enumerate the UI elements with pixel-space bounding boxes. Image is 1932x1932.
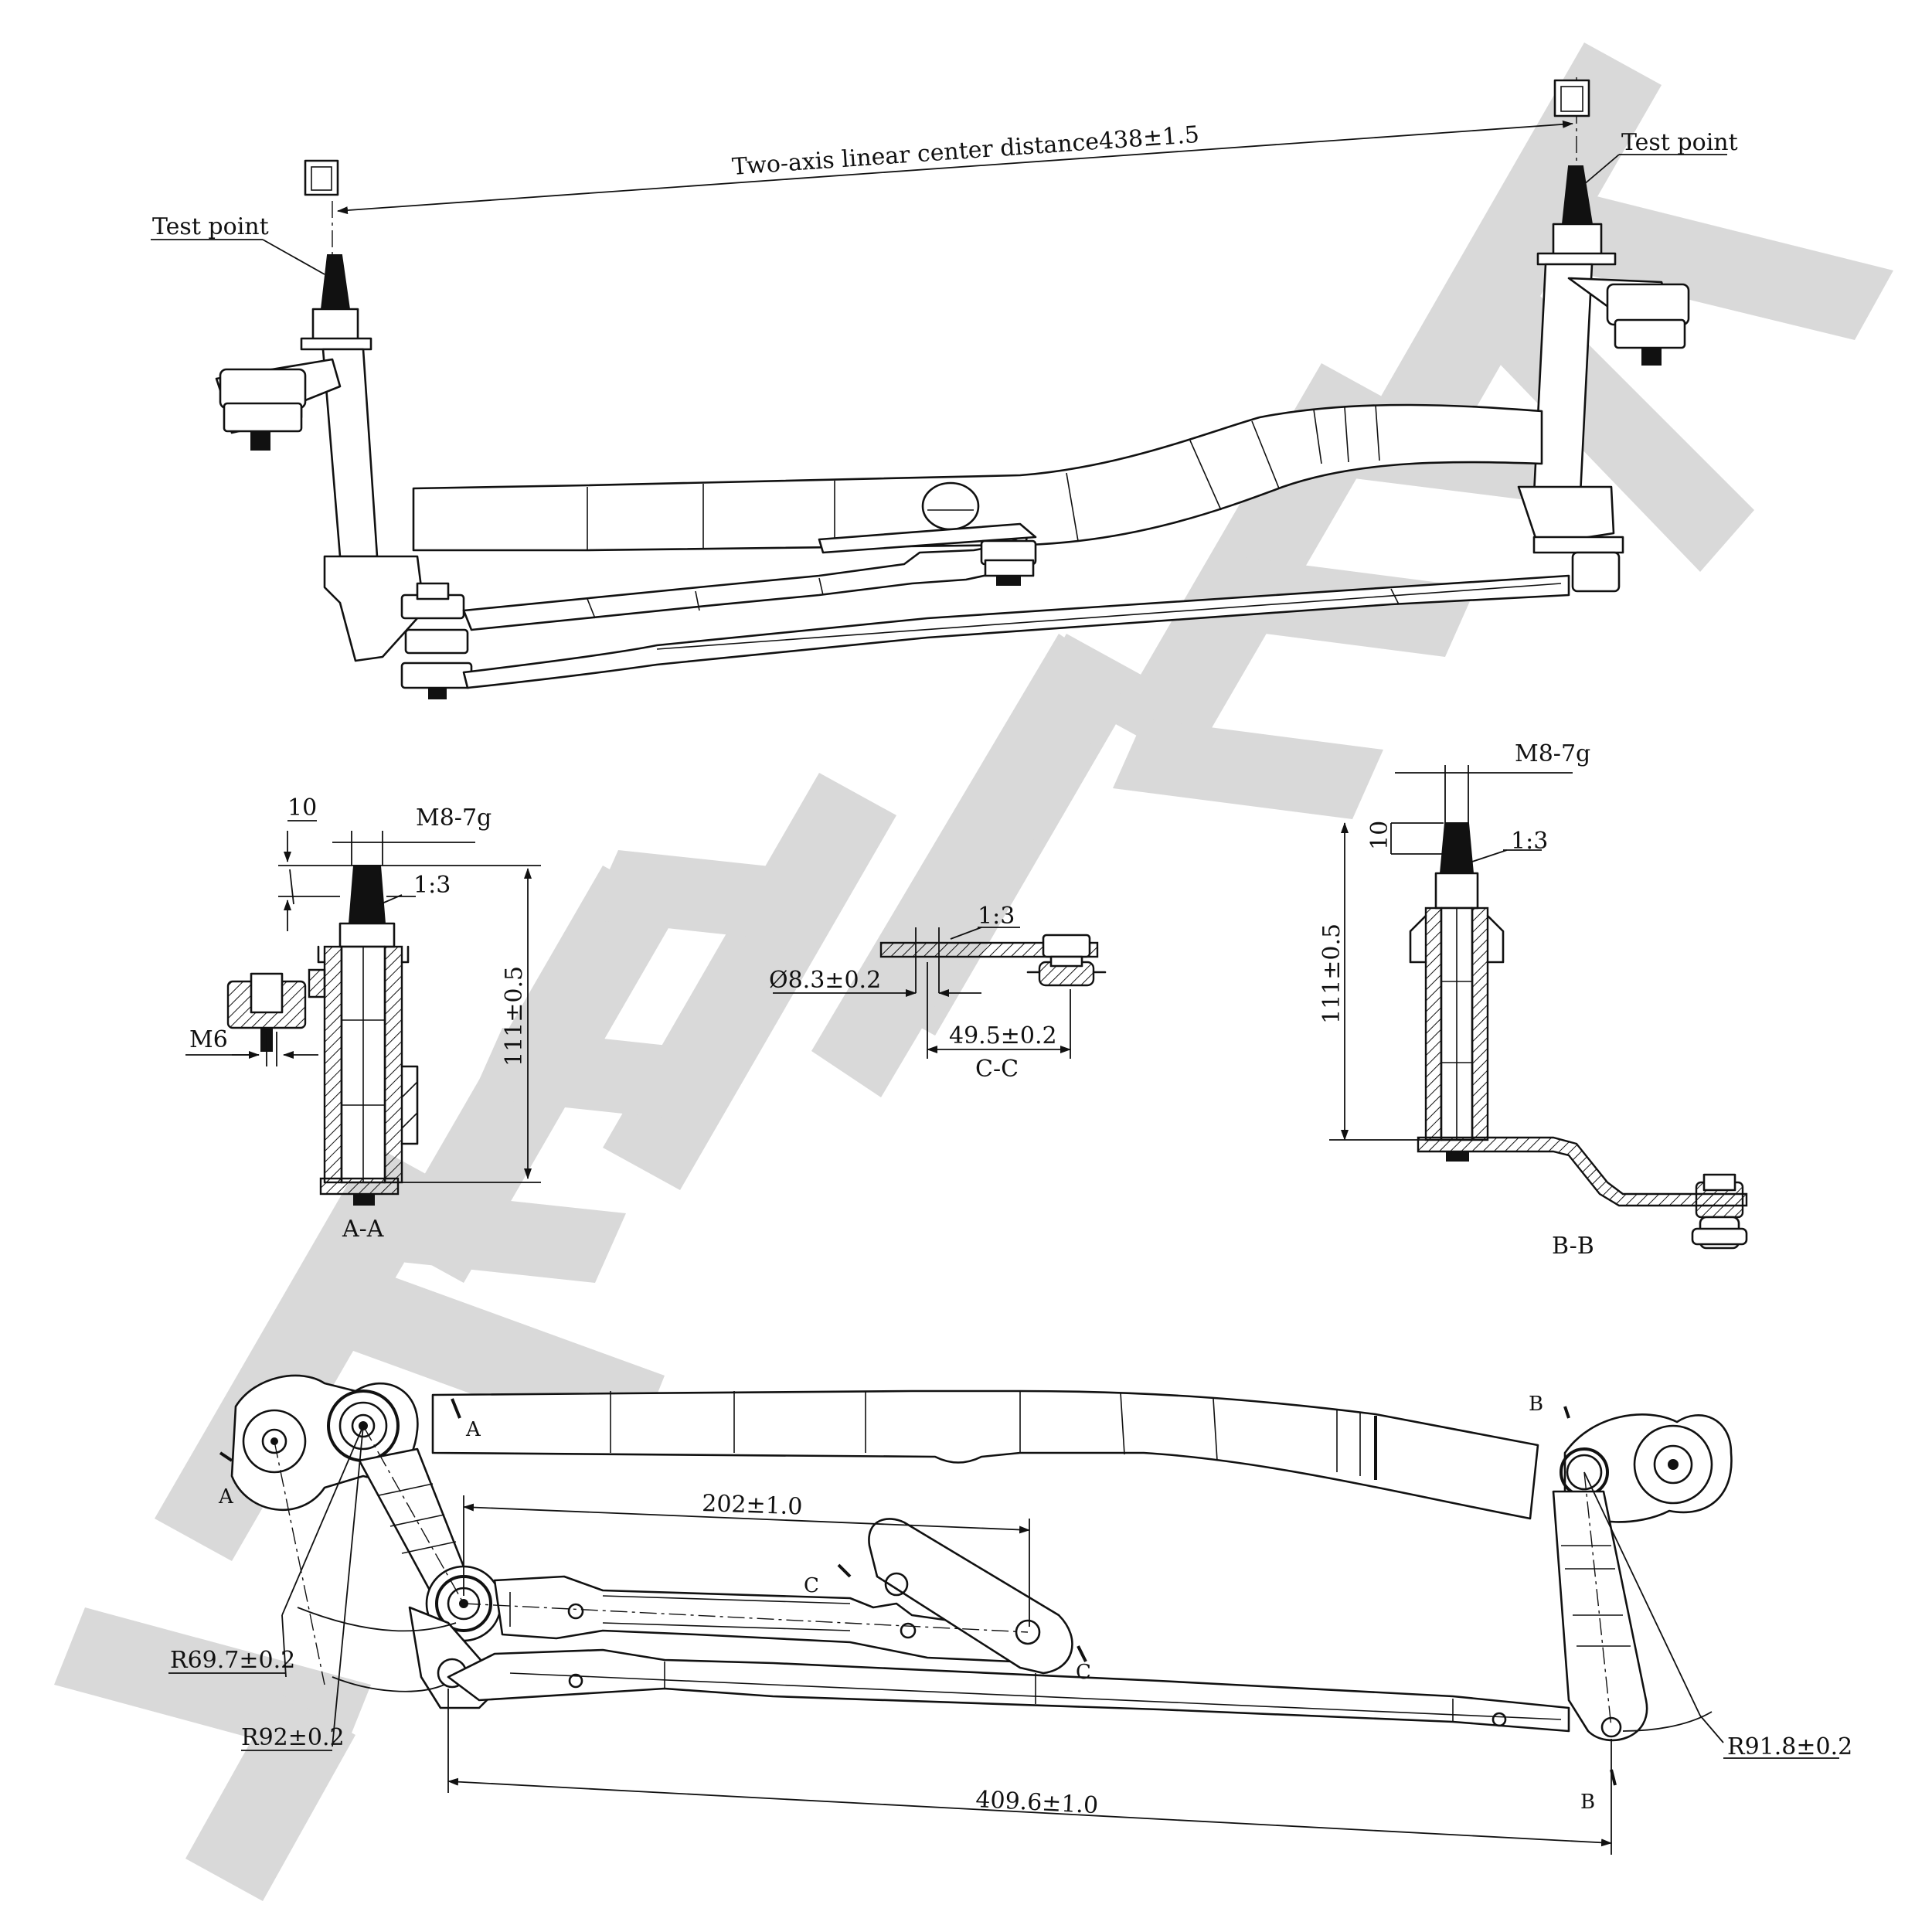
center-distance-dimension-line: [337, 120, 1573, 215]
section-c-c: [773, 927, 1107, 1059]
label-cc-len: 49.5±0.2: [949, 1022, 1057, 1049]
label-mark-a1: A: [218, 1485, 234, 1509]
label-test-point-right: Test point: [1621, 129, 1738, 156]
label-center-distance: Two-axis linear center distance438±1.5: [731, 121, 1200, 181]
watermark-logo: [54, 43, 1893, 1901]
plan-main-tube: [431, 1389, 1539, 1520]
left-cap: [304, 159, 339, 196]
label-bb-thread: M8-7g: [1515, 740, 1590, 767]
connecting-rod-lower: [462, 574, 1570, 689]
section-a-a: [185, 820, 541, 1206]
label-bb-section: B-B: [1552, 1233, 1594, 1260]
label-aa-taper: 1:3: [413, 872, 451, 899]
label-aa-section: A-A: [342, 1216, 384, 1243]
plan-view-assembly: [151, 154, 1839, 1855]
label-plan-4096: 409.6±1.0: [975, 1786, 1099, 1819]
label-plan-r92: R92±0.2: [241, 1724, 345, 1751]
label-aa-thread: M8-7g: [416, 804, 492, 832]
label-aa-height: 111±0.5: [501, 966, 528, 1066]
label-cc-section: C-C: [975, 1056, 1019, 1083]
label-cc-dia: Ø8.3±0.2: [769, 967, 881, 994]
label-plan-202: 202±1.0: [702, 1490, 803, 1521]
left-spindle-thread: [320, 254, 351, 310]
label-plan-r918: R91.8±0.2: [1727, 1733, 1852, 1760]
label-bb-taper: 1:3: [1511, 828, 1548, 855]
label-aa-10: 10: [287, 794, 317, 821]
plan-lower-rod: [447, 1648, 1570, 1733]
label-mark-b1: B: [1529, 1393, 1543, 1416]
section-b-b: [1329, 765, 1748, 1250]
right-cap: [1553, 79, 1590, 117]
label-mark-c2: C: [1076, 1661, 1091, 1684]
label-bb-10: 10: [1366, 821, 1393, 850]
label-mark-c1: C: [804, 1574, 819, 1597]
label-aa-m6: M6: [189, 1026, 228, 1053]
label-mark-b2: B: [1580, 1791, 1595, 1814]
label-plan-r697: R69.7±0.2: [170, 1647, 295, 1674]
label-bb-height: 111±0.5: [1318, 923, 1345, 1024]
label-mark-a2: A: [465, 1418, 481, 1441]
label-cc-taper: 1:3: [978, 903, 1015, 930]
label-test-point-left: Test point: [152, 213, 269, 240]
side-view-assembly: [215, 77, 1690, 699]
